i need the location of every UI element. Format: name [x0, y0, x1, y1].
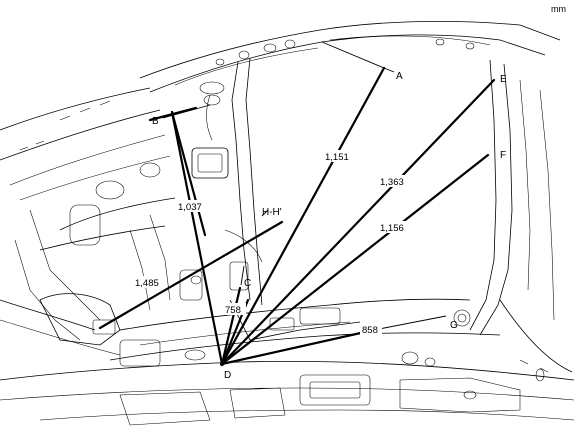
dimension-d-b: 1,037: [178, 202, 202, 213]
point-label-g: G: [450, 320, 458, 331]
leader-h: [261, 209, 269, 217]
dimension-d-f: 1,156: [380, 223, 404, 234]
point-label-c: C: [244, 278, 251, 289]
measure-line-h-to-left: [98, 220, 284, 330]
dimension-d-g: 858: [362, 325, 378, 336]
measure-line-d-e: [220, 78, 496, 366]
dimension-d-h: 1,485: [135, 278, 159, 289]
dimension-labels: 1,151 1,037 1,363 1,156 858 758 1,485: [134, 150, 408, 336]
measure-line-d-c: [220, 286, 242, 366]
unit-label: mm: [551, 4, 566, 14]
point-label-a: A: [396, 71, 403, 82]
point-label-b: B: [152, 116, 159, 127]
dimension-d-a: 1,151: [325, 152, 349, 163]
dimension-d-e: 1,363: [380, 177, 404, 188]
point-label-f: F: [500, 150, 506, 161]
leader-c: [240, 265, 245, 286]
point-label-hh: H-H': [262, 207, 282, 218]
measure-line-d-b: [170, 110, 224, 366]
point-label-e: E: [500, 74, 507, 85]
measure-line-d-f: [220, 153, 490, 366]
point-label-d: D: [224, 370, 231, 381]
measure-line-d-g: [220, 328, 376, 366]
measure-line-b-extension: [170, 110, 207, 237]
leader-g: [373, 315, 447, 331]
measure-line-d-a: [220, 66, 386, 366]
dimension-d-c: 758: [225, 305, 241, 316]
vehicle-body-outline: [0, 21, 574, 426]
point-d-marker: [220, 362, 224, 366]
measure-line-b-short: [148, 106, 198, 122]
point-labels: A B C D E F G H-H': [152, 71, 507, 381]
measurement-lines: [98, 66, 496, 366]
